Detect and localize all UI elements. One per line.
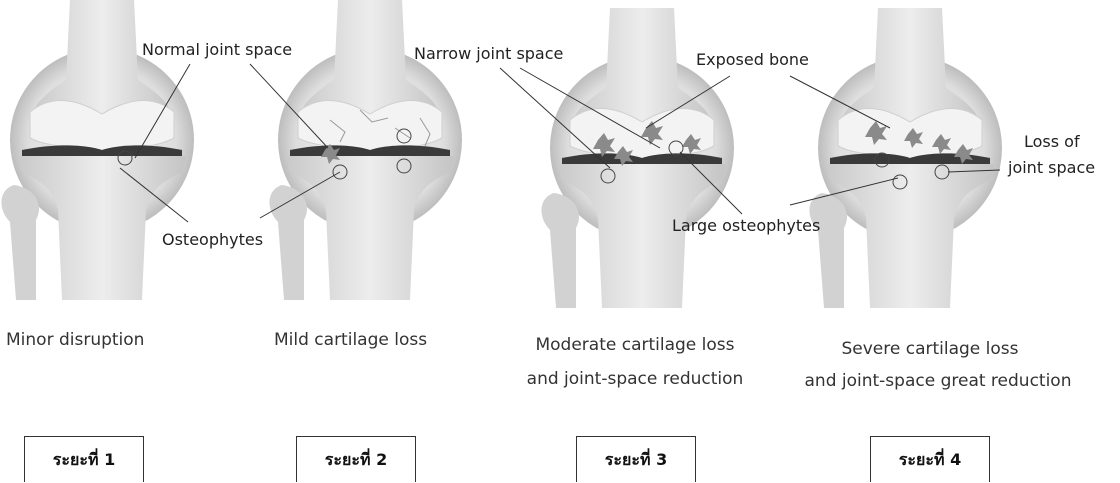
caption-stage4-line2: and joint-space great reduction [788,366,1088,396]
caption-stage3-line1: Moderate cartilage loss [525,330,745,360]
label-large-osteophytes: Large osteophytes [672,216,820,236]
stage-label-3: ระยะที่ 3 [576,436,696,482]
caption-stage1: Minor disruption [6,325,144,355]
stage-label-1: ระยะที่ 1 [24,436,144,482]
label-loss-of-joint-space-1: Loss of [1024,132,1080,152]
label-osteophytes: Osteophytes [162,230,263,250]
label-normal-joint-space: Normal joint space [142,40,292,60]
stage-label-4: ระยะที่ 4 [870,436,990,482]
caption-stage3-line2: and joint-space reduction [515,364,755,394]
caption-stage2: Mild cartilage loss [274,325,427,355]
knee-stage4 [809,8,1002,308]
label-narrow-joint-space: Narrow joint space [414,44,563,64]
label-loss-of-joint-space-2: joint space [1008,158,1095,178]
caption-stage4-line1: Severe cartilage loss [820,334,1040,364]
stage-label-2: ระยะที่ 2 [296,436,416,482]
label-exposed-bone: Exposed bone [696,50,809,70]
